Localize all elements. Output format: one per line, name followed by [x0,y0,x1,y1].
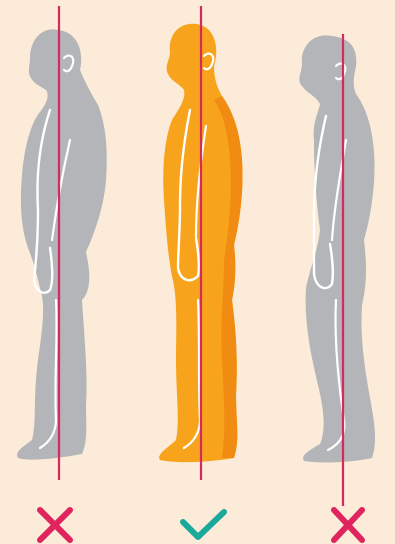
figure-1-body [17,29,107,459]
cross-icon [40,510,70,540]
figure-slouched-posture [299,35,375,462]
check-icon [183,512,224,537]
figure-forward-head-posture [17,29,107,459]
cross-icon [334,510,362,540]
figure-3-body [299,35,375,462]
